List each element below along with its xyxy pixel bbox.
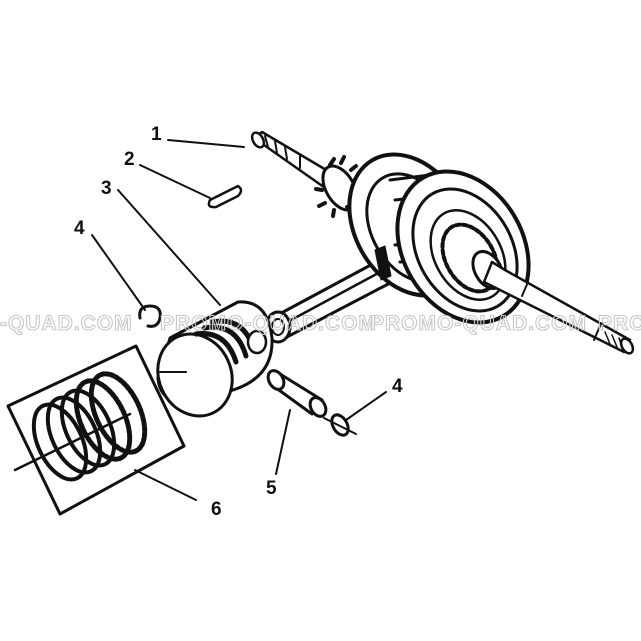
callout-4-right: 4: [392, 376, 403, 397]
circlip-right: [323, 413, 357, 437]
piston-ring-set: [6, 344, 186, 516]
callout-3: 3: [101, 178, 112, 199]
leader-line-4a: [91, 234, 146, 311]
piston-pin: [266, 369, 328, 418]
circlip-left: [138, 304, 162, 328]
leader-line-6: [134, 469, 197, 501]
piston-rings: [31, 371, 148, 482]
leader-line-3: [117, 189, 221, 306]
callout-6: 6: [211, 499, 222, 520]
watermark: -QUAD.COM PROMO-QUAD.COM PROMO-QUAD.COM …: [0, 311, 641, 335]
leader-line-2: [139, 164, 211, 199]
leader-line-4b: [345, 391, 387, 421]
callout-4-left: 4: [74, 218, 85, 239]
leader-lines: [91, 139, 387, 501]
crankshaft-right-shaft: [482, 260, 635, 355]
leader-line-5: [275, 409, 291, 475]
woodruff-key: [207, 184, 243, 209]
callouts: 1 2 3 4 4 5 6: [74, 124, 403, 520]
callout-5: 5: [266, 478, 277, 499]
piston: [156, 300, 274, 418]
crankshaft: [250, 130, 635, 355]
callout-1: 1: [151, 124, 162, 145]
watermark-edge: PRO: [598, 312, 641, 335]
leader-line-1: [167, 139, 245, 148]
watermark-right: PROMO-QUAD.COM: [370, 312, 587, 335]
watermark-left: -QUAD.COM: [0, 312, 133, 335]
callout-2: 2: [124, 149, 135, 170]
watermark-middle: PROMO-QUAD.COM: [160, 312, 377, 335]
